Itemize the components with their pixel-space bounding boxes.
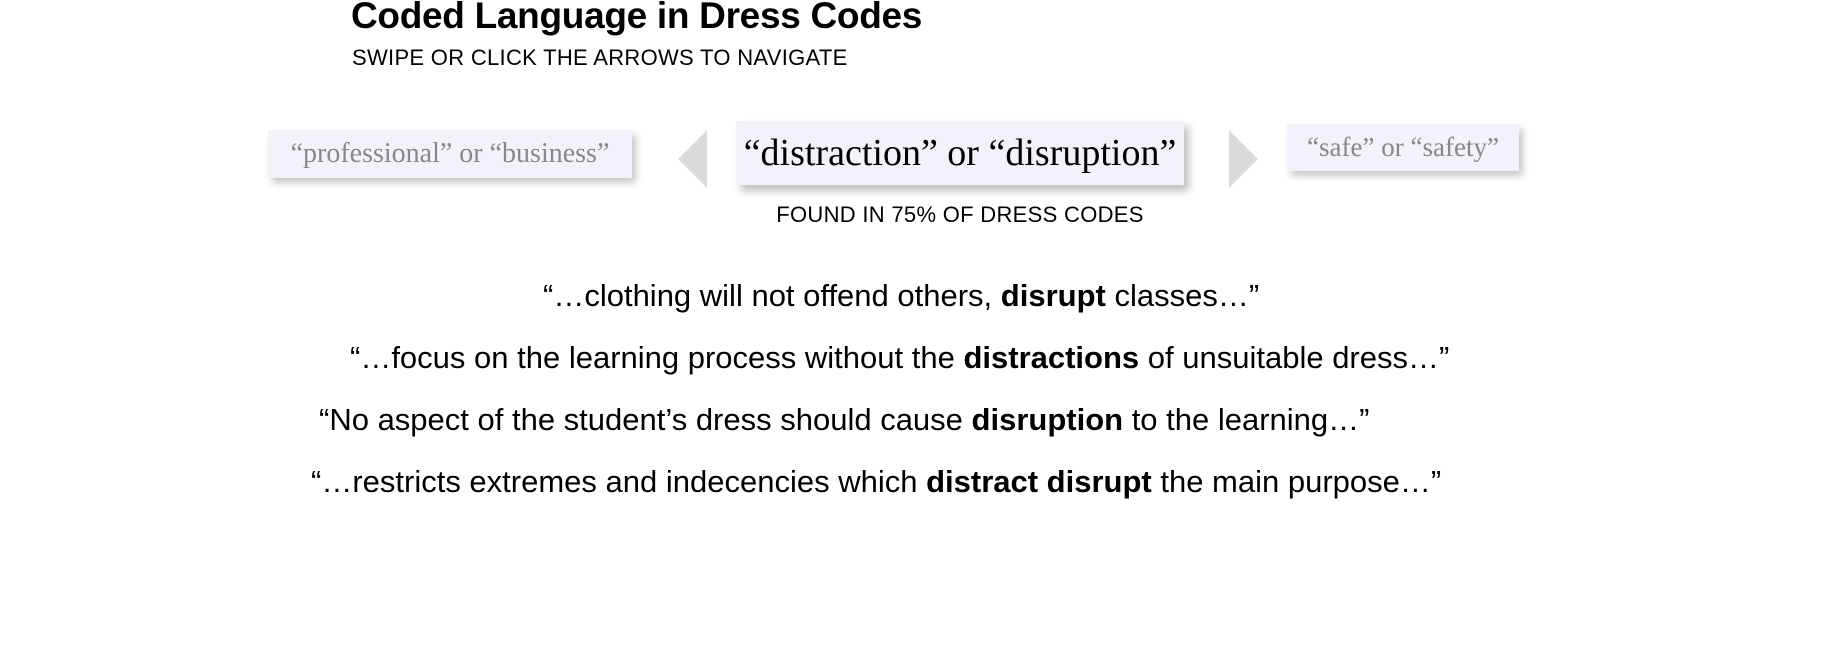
quote-1: “…clothing will not offend others, disru… <box>543 278 1259 314</box>
quote-text-before: “…focus on the learning process without … <box>350 340 964 375</box>
quote-text-after: the main purpose…” <box>1151 464 1442 499</box>
quote-highlight: disrupt <box>1000 278 1106 313</box>
quote-2: “…focus on the learning process without … <box>350 340 1449 376</box>
triangle-right-icon[interactable] <box>1229 130 1258 188</box>
quote-text-after: classes…” <box>1105 278 1260 313</box>
quote-highlight: distractions <box>963 340 1140 375</box>
quote-text-before: “…clothing will not offend others, <box>543 278 1001 313</box>
quote-4: “…restricts extremes and indecencies whi… <box>311 464 1441 500</box>
quote-text-after: to the learning…” <box>1123 402 1370 437</box>
navigation-hint: SWIPE OR CLICK THE ARROWS TO NAVIGATE <box>352 45 848 70</box>
frequency-label: FOUND IN 75% OF DRESS CODES <box>776 202 1144 227</box>
quote-text-after: of unsuitable dress…” <box>1139 340 1450 375</box>
current-term-card: “distraction” or “disruption” <box>736 121 1184 185</box>
quote-highlight: disruption <box>971 402 1124 437</box>
triangle-left-icon[interactable] <box>678 130 707 188</box>
quote-3: “No aspect of the student’s dress should… <box>319 402 1370 438</box>
quote-text-before: “…restricts extremes and indecencies whi… <box>311 464 927 499</box>
quote-highlight: distract disrupt <box>926 464 1152 499</box>
previous-term-card[interactable]: “professional” or “business” <box>268 130 632 178</box>
page-title: Coded Language in Dress Codes <box>351 0 923 36</box>
quote-text-before: “No aspect of the student’s dress should… <box>319 402 972 437</box>
next-term-card[interactable]: “safe” or “safety” <box>1287 124 1519 171</box>
